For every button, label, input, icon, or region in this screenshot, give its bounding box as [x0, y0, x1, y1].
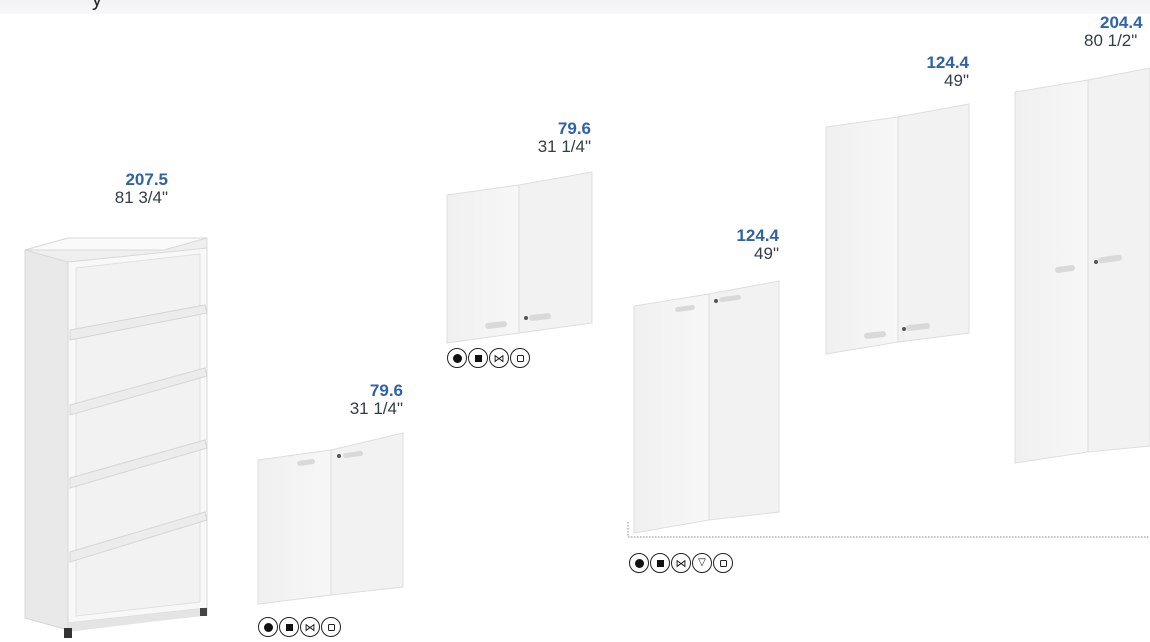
- filled-circle-icon[interactable]: [629, 553, 649, 573]
- tall-doors-a-illustration[interactable]: [633, 280, 780, 534]
- mid-doors-dimension: 79.6 31 1/4": [485, 120, 591, 156]
- full-doors-illustration[interactable]: [1014, 67, 1150, 464]
- open-square-icon[interactable]: [713, 553, 733, 573]
- full-doors-height-imperial: 80 1/2": [1084, 31, 1138, 50]
- mid-doors-height-imperial: 31 1/4": [537, 137, 591, 156]
- mid-doors-finish-icons: ⋈: [447, 348, 530, 368]
- filled-square-icon[interactable]: [279, 617, 299, 637]
- open-square-icon[interactable]: [510, 348, 530, 368]
- mid-doors-height-metric: 79.6: [557, 119, 591, 138]
- header-partial-label: y: [92, 0, 102, 11]
- triangle-down-icon[interactable]: ▽: [692, 553, 712, 573]
- open-square-icon[interactable]: [321, 617, 341, 637]
- low-doors-finish-icons: ⋈: [258, 617, 341, 637]
- top-bar: y: [0, 0, 1150, 14]
- bookcase-height-metric: 207.5: [125, 170, 168, 189]
- tall-doors-a-height-imperial: 49": [754, 244, 779, 263]
- full-doors-height-metric: 204.4: [1100, 13, 1143, 32]
- low-doors-height-metric: 79.6: [369, 381, 403, 400]
- bookcase-illustration[interactable]: [24, 237, 208, 638]
- filled-circle-icon[interactable]: [258, 617, 278, 637]
- tall-doors-a-finish-icons: ⋈ ▽: [629, 553, 733, 573]
- tall-doors-b-height-imperial: 49": [944, 71, 969, 90]
- bowtie-icon[interactable]: ⋈: [489, 348, 509, 368]
- low-doors-illustration[interactable]: [257, 432, 404, 605]
- bowtie-icon[interactable]: ⋈: [300, 617, 320, 637]
- bookcase-dimension: 207.5 81 3/4": [62, 171, 168, 207]
- tall-doors-a-dimension: 124.4 49": [690, 227, 779, 263]
- bowtie-icon[interactable]: ⋈: [671, 553, 691, 573]
- filled-circle-icon[interactable]: [447, 348, 467, 368]
- low-doors-dimension: 79.6 31 1/4": [300, 382, 403, 418]
- tall-doors-b-height-metric: 124.4: [926, 53, 969, 72]
- full-doors-dimension: 204.4 80 1/2": [1080, 14, 1150, 50]
- filled-square-icon[interactable]: [468, 348, 488, 368]
- tall-doors-b-illustration[interactable]: [825, 103, 970, 355]
- mid-doors-illustration[interactable]: [446, 171, 593, 344]
- tall-doors-a-height-metric: 124.4: [736, 226, 779, 245]
- low-doors-height-imperial: 31 1/4": [349, 399, 403, 418]
- bookcase-height-imperial: 81 3/4": [114, 188, 168, 207]
- filled-square-icon[interactable]: [650, 553, 670, 573]
- tall-doors-b-dimension: 124.4 49": [880, 54, 969, 90]
